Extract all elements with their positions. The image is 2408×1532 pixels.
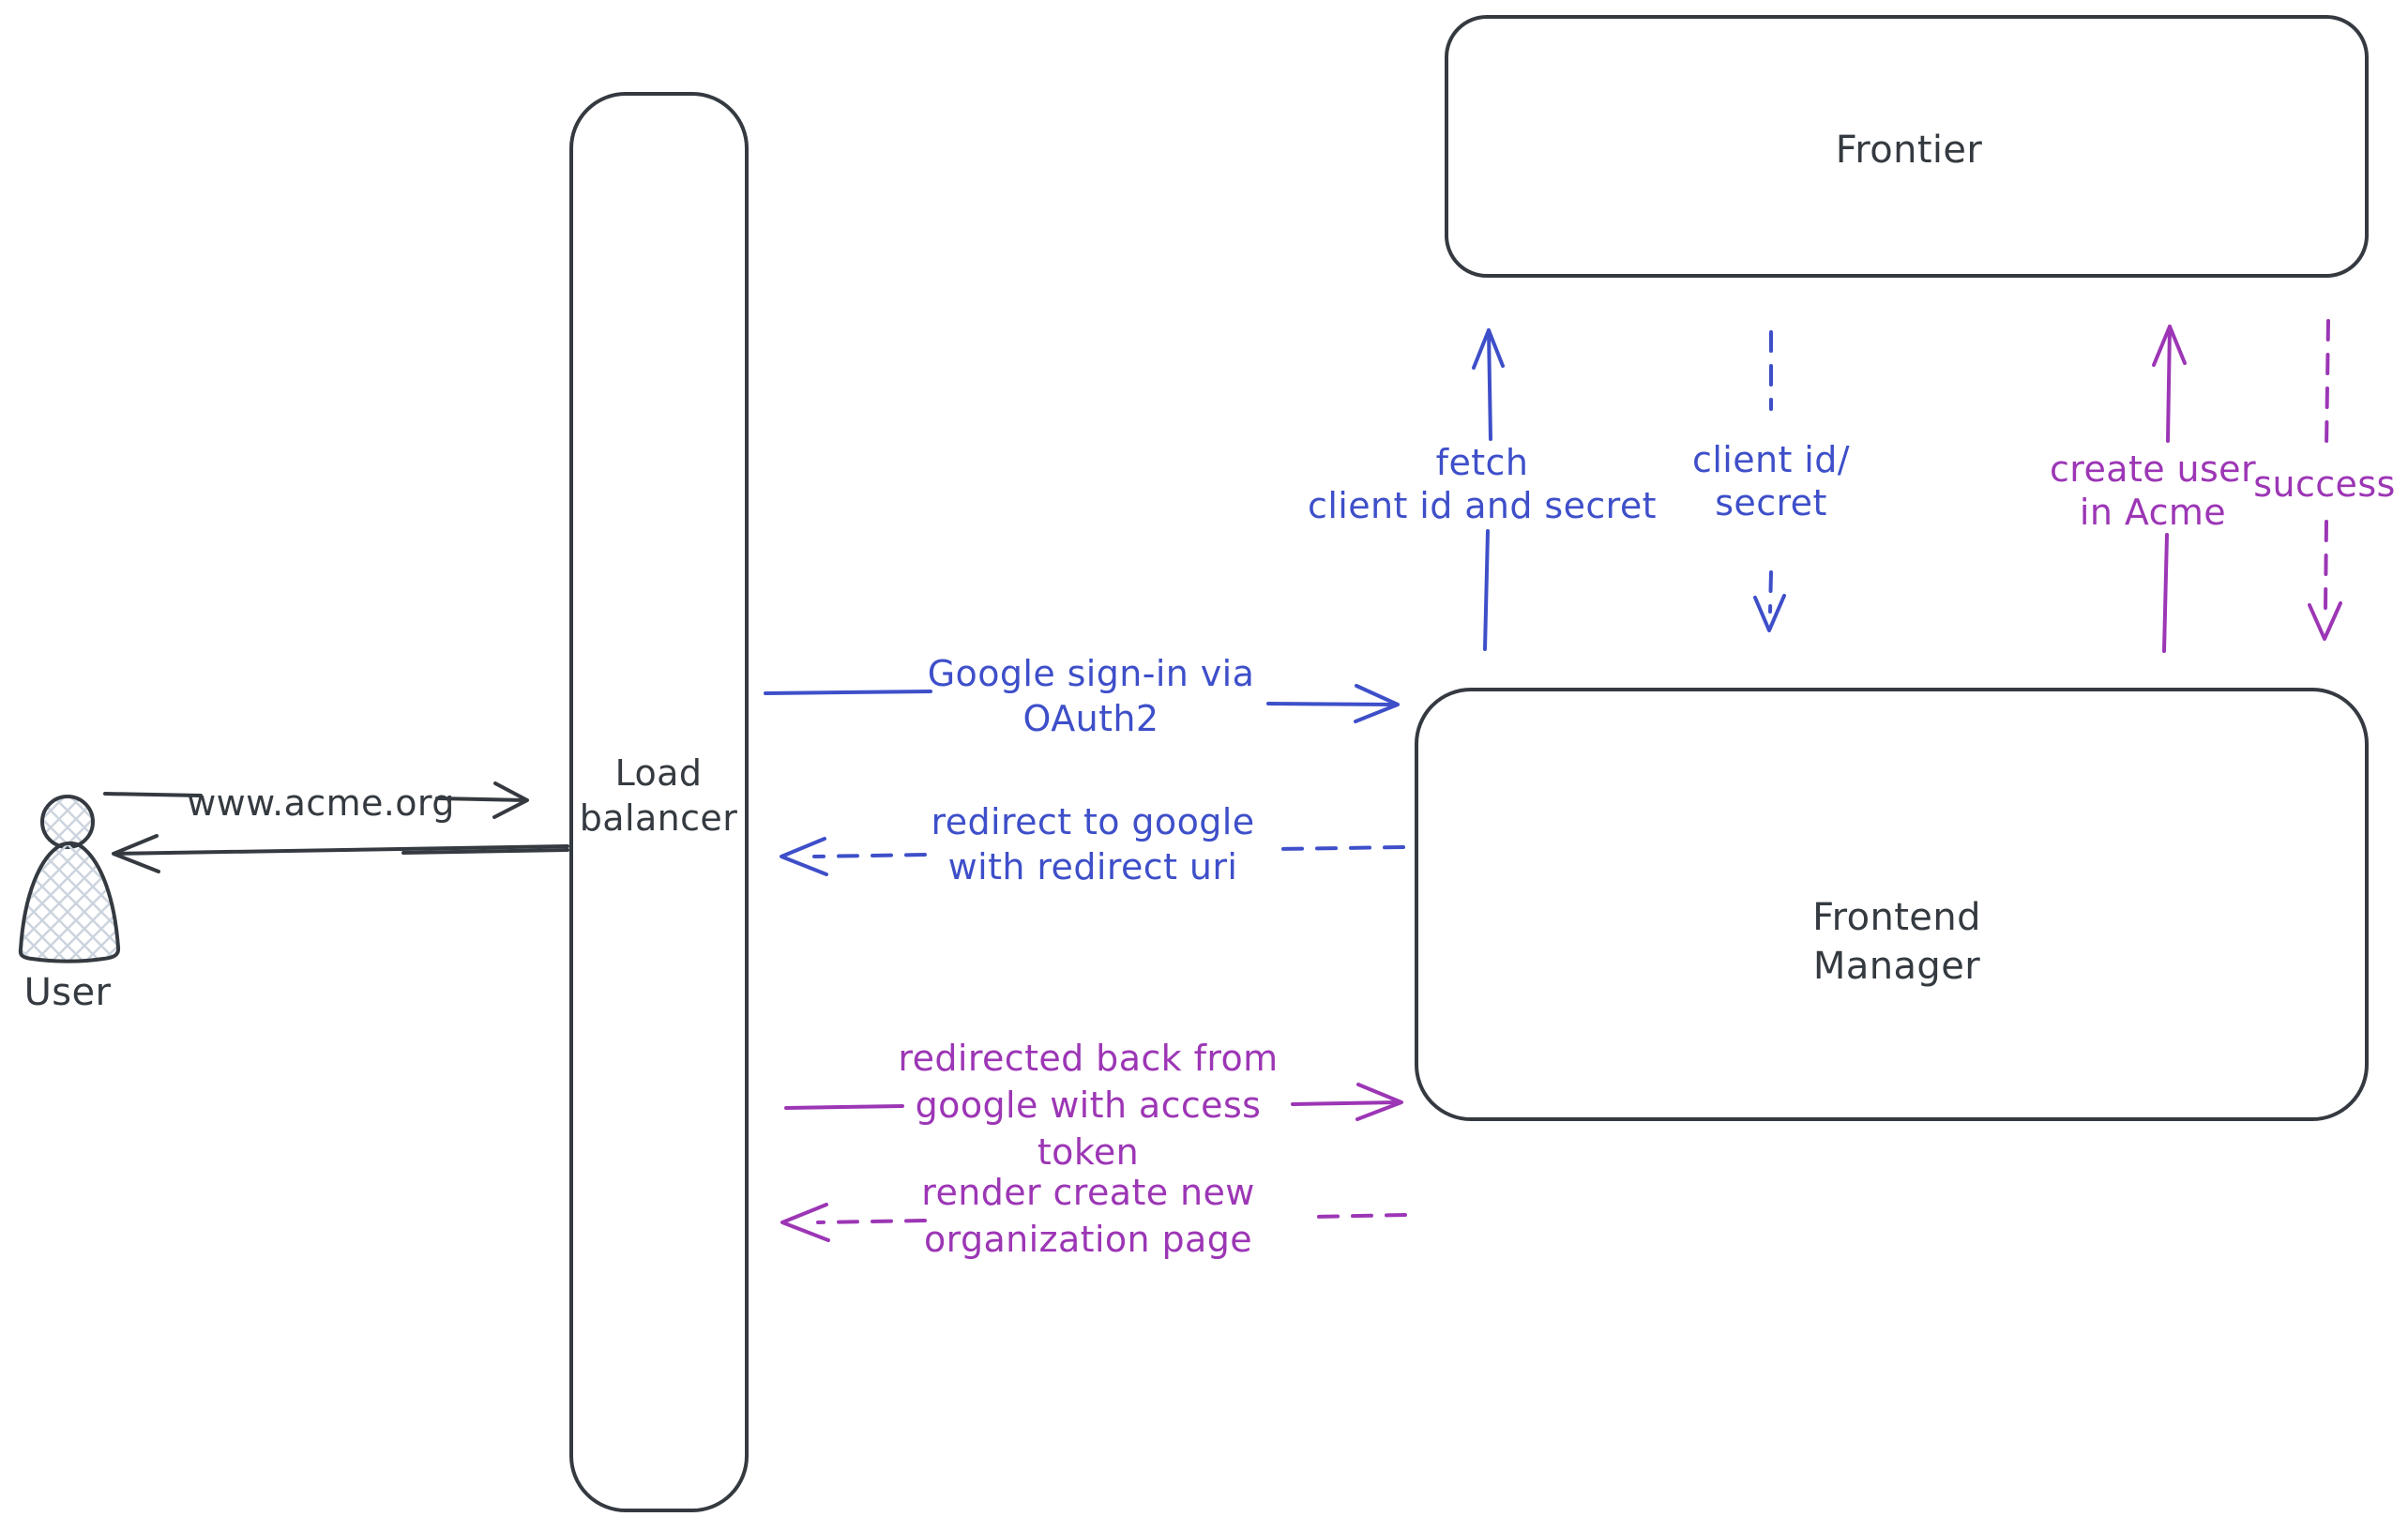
client-id-secret-label-line1: client id/ <box>1692 439 1850 480</box>
arrow-redirect-google <box>780 837 1405 876</box>
load-balancer-box <box>569 92 749 1512</box>
frontend-manager-label-line1: Frontend <box>1812 896 1981 939</box>
frontend-manager-box <box>1415 688 2369 1121</box>
arrow-create-user <box>2152 325 2187 653</box>
create-user-label-line2: in Acme <box>2079 492 2227 533</box>
google-signin-label-line1: Google sign-in via <box>927 653 1255 694</box>
render-org-page-label-line1: render create new <box>921 1172 1255 1213</box>
redirect-google-label-line1: redirect to google <box>931 801 1255 842</box>
arrow-fetch-secret <box>1472 328 1505 651</box>
load-balancer-label-line2: balancer <box>579 797 738 839</box>
fetch-secret-label-line2: client id and secret <box>1308 485 1657 526</box>
user-label: User <box>23 971 112 1014</box>
client-id-secret-label-line2: secret <box>1715 482 1827 523</box>
arrow-redirected-back <box>784 1083 1403 1121</box>
user-icon <box>18 795 121 963</box>
redirected-back-label-line3: token <box>1037 1131 1140 1173</box>
redirected-back-label-line2: google with access <box>915 1085 1262 1126</box>
arrow-render-org-page <box>780 1203 1407 1242</box>
redirect-google-label-line2: with redirect uri <box>947 846 1238 887</box>
render-org-page-label: render create new organization page <box>921 1169 1255 1263</box>
frontier-label: Frontier <box>1835 129 1983 172</box>
fetch-secret-label-line1: fetch <box>1435 442 1529 483</box>
arrow-client-id-secret <box>1753 330 1786 632</box>
redirect-google-label: redirect to google with redirect uri <box>931 799 1255 889</box>
client-id-secret-label: client id/ secret <box>1692 438 1850 524</box>
fetch-secret-label: fetch client id and secret <box>1308 441 1657 527</box>
arrow-success <box>2308 319 2342 641</box>
redirected-back-label-line1: redirected back from <box>898 1038 1279 1079</box>
www-acme-label: www.acme.org <box>187 782 455 824</box>
render-org-page-label-line2: organization page <box>923 1219 1253 1260</box>
google-signin-label: Google sign-in via OAuth2 <box>928 651 1255 741</box>
frontend-manager-label-line2: Manager <box>1812 945 1981 988</box>
arrow-google-signin <box>764 684 1400 723</box>
redirected-back-label: redirected back from google with access … <box>898 1035 1278 1176</box>
create-user-label: create user in Acme <box>2050 447 2256 534</box>
google-signin-label-line2: OAuth2 <box>1022 698 1159 739</box>
success-label: success <box>2253 463 2396 505</box>
load-balancer-label: Load balancer <box>580 751 737 841</box>
load-balancer-label-line1: Load <box>614 752 703 794</box>
create-user-label-line1: create user <box>2050 448 2256 490</box>
arrow-return-to-user <box>112 834 569 873</box>
frontier-box <box>1445 15 2369 278</box>
arrow-www-acme <box>103 781 529 819</box>
frontend-manager-label: Frontend Manager <box>1812 893 1981 991</box>
